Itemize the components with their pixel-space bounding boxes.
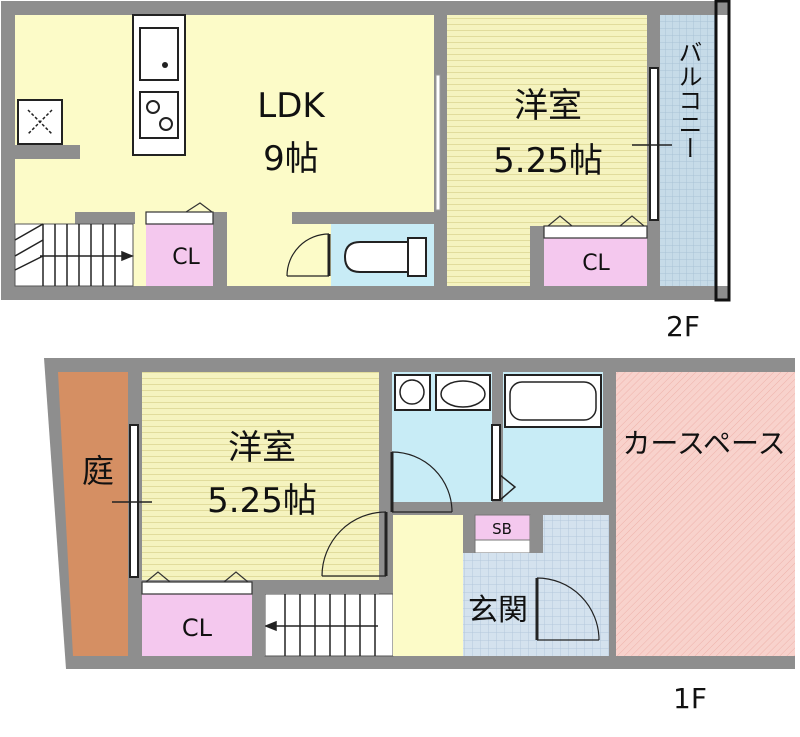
floor-2f-label: 2F xyxy=(666,310,700,343)
car-space-floor xyxy=(616,372,795,656)
garden-label: 庭 xyxy=(82,452,114,490)
wall-wet-bottom xyxy=(392,502,603,515)
stairs-1f xyxy=(264,593,394,657)
toilet-bowl xyxy=(343,241,409,273)
wall-toilet-right xyxy=(434,212,447,286)
wall-closet-right xyxy=(213,212,227,286)
closet-1f-door[interactable] xyxy=(141,581,253,595)
wall-stair-top xyxy=(75,212,135,224)
closet-ldk-label: CL xyxy=(172,245,200,270)
balcony-rail xyxy=(714,0,731,302)
ldk-size-label: 9帖 xyxy=(263,139,319,179)
western-2f-label: 洋室 xyxy=(514,86,582,126)
kitchen-sink xyxy=(139,27,179,81)
closet-western-2f-label: CL xyxy=(582,251,610,276)
floor-1f-label: 1F xyxy=(673,682,707,715)
western-1f-window[interactable] xyxy=(129,424,139,578)
closet-western-2f-door[interactable] xyxy=(543,225,648,239)
closet-1f-label: CL xyxy=(182,614,213,642)
closet-ldk-door[interactable] xyxy=(145,211,214,225)
ldk-label: LDK xyxy=(257,86,326,126)
floor-1f: 庭 洋室 5.25帖 CL SB 玄関 カースペース 1F xyxy=(44,358,795,715)
balcony-rail-gap xyxy=(716,15,729,286)
balcony-label: バルコニー xyxy=(674,40,702,160)
wall-bath-car xyxy=(603,372,616,515)
entrance-door-swing xyxy=(536,577,600,641)
car-space-label: カースペース xyxy=(622,427,785,460)
floor-2f: LDK 9帖 洋室 5.25帖 CL CL バルコニー 2F xyxy=(1,0,731,343)
western-1f-label: 洋室 xyxy=(228,428,296,468)
garden-floor xyxy=(58,372,128,656)
western-room-1f-floor xyxy=(142,372,379,580)
wall-window-left xyxy=(15,145,80,159)
washroom-door-swing xyxy=(391,451,453,513)
stairs-2f xyxy=(14,223,134,287)
balcony-floor xyxy=(660,15,716,286)
western-1f-size-label: 5.25帖 xyxy=(207,481,317,521)
entrance-label: 玄関 xyxy=(468,593,528,628)
closet-ldk-floor xyxy=(146,224,213,286)
stairs-1f-treads xyxy=(263,594,378,656)
western-1f-door-swing xyxy=(321,511,387,577)
closet-ldk-door-swing xyxy=(185,202,213,213)
toilet-door-swing xyxy=(286,233,330,277)
fridge-cross-icon xyxy=(27,109,53,135)
wall-western-hall xyxy=(379,372,392,510)
hallway-1f-floor xyxy=(393,515,463,656)
shoe-box-label: SB xyxy=(492,520,512,538)
closet-western-2f-floor xyxy=(544,238,647,286)
wash-basin xyxy=(435,374,491,411)
closet-1f-floor xyxy=(142,594,252,656)
sliding-door-ldk-western[interactable] xyxy=(435,74,441,211)
wall-toilet-top xyxy=(292,212,447,224)
western-2f-size-label: 5.25帖 xyxy=(493,141,603,181)
stairs-2f-treads xyxy=(14,223,135,286)
wall-closet-western-left xyxy=(530,226,544,286)
stove-burner-icon xyxy=(146,100,160,114)
bathtub xyxy=(504,374,602,428)
toilet-tank xyxy=(407,237,427,277)
kitchen-stove xyxy=(139,91,179,139)
balcony-window[interactable] xyxy=(649,67,659,221)
wall-closet-stairs xyxy=(252,594,265,656)
bathroom-door[interactable] xyxy=(491,424,501,501)
